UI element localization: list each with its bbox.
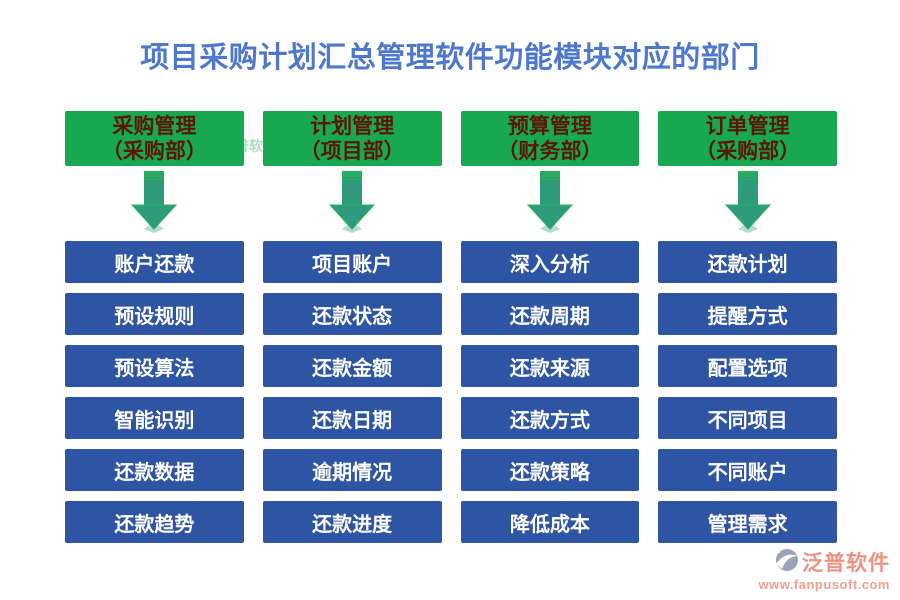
module-name: 采购管理: [112, 114, 197, 138]
department-name: （采购部）: [695, 139, 801, 163]
feature-label: 深入分析: [509, 253, 590, 276]
columns-grid: 采购管理 （采购部） 账户还款 预设规则 预设算法 智能识别 还款数据 还款趋势: [65, 111, 837, 543]
department-header: 订单管理 （采购部）: [658, 111, 837, 166]
feature-label: 还款计划: [707, 253, 788, 276]
feature-box: 智能识别: [65, 397, 244, 439]
module-name: 预算管理: [507, 114, 592, 138]
feature-label: 还款来源: [509, 357, 590, 380]
department-header: 计划管理 （项目部）: [262, 111, 442, 166]
feature-box: 管理需求: [658, 501, 837, 543]
feature-box: 配置选项: [658, 345, 837, 387]
feature-box: 还款进度: [262, 501, 442, 543]
feature-box: 降低成本: [460, 501, 640, 543]
feature-label: 配置选项: [707, 357, 788, 380]
module-column: 采购管理 （采购部） 账户还款 预设规则 预设算法 智能识别 还款数据 还款趋势: [65, 111, 244, 543]
feature-label: 还款数据: [114, 461, 195, 484]
feature-label: 不同账户: [707, 461, 788, 484]
feature-box: 项目账户: [262, 241, 442, 283]
footer-url: www.fanpusoft.com: [758, 577, 890, 592]
feature-box: 不同项目: [658, 397, 837, 439]
feature-label: 还款方式: [509, 409, 590, 432]
down-arrow-icon: [461, 166, 640, 241]
feature-box: 还款趋势: [65, 501, 244, 543]
feature-box: 逾期情况: [262, 449, 442, 491]
footer-brand: 泛普软件: [802, 552, 890, 575]
feature-label: 还款趋势: [114, 513, 195, 536]
module-column: 计划管理 （项目部） 项目账户 还款状态 还款金额 还款日期 逾期情况 还款进度: [262, 111, 442, 543]
feature-label: 管理需求: [707, 513, 788, 536]
feature-list: 还款计划 提醒方式 配置选项 不同项目 不同账户 管理需求: [658, 241, 837, 543]
feature-label: 降低成本: [509, 513, 590, 536]
down-arrow-icon: [658, 166, 837, 241]
fanpu-logo-icon: [775, 547, 799, 577]
feature-label: 还款状态: [312, 305, 393, 328]
feature-label: 智能识别: [114, 409, 195, 432]
feature-box: 还款周期: [460, 293, 640, 335]
department-name: （财务部）: [497, 139, 603, 163]
module-name: 订单管理: [705, 114, 790, 138]
feature-box: 不同账户: [658, 449, 837, 491]
footer-logo: 泛普软件 www.fanpusoft.com: [758, 547, 890, 592]
feature-label: 还款策略: [509, 461, 590, 484]
feature-box: 还款数据: [65, 449, 244, 491]
feature-label: 不同项目: [707, 409, 788, 432]
department-header: 预算管理 （财务部）: [460, 111, 640, 166]
feature-label: 还款进度: [312, 513, 393, 536]
feature-box: 提醒方式: [658, 293, 837, 335]
module-name: 计划管理: [310, 114, 395, 138]
feature-box: 还款日期: [262, 397, 442, 439]
feature-label: 逾期情况: [312, 461, 393, 484]
down-arrow-icon: [263, 166, 442, 241]
department-name: （项目部）: [299, 139, 405, 163]
feature-list: 项目账户 还款状态 还款金额 还款日期 逾期情况 还款进度: [262, 241, 442, 543]
feature-label: 提醒方式: [707, 305, 788, 328]
feature-box: 预设规则: [65, 293, 244, 335]
module-column: 预算管理 （财务部） 深入分析 还款周期 还款来源 还款方式 还款策略 降低成本: [460, 111, 640, 543]
module-column: 订单管理 （采购部） 还款计划 提醒方式 配置选项 不同项目 不同账户 管理需求: [658, 111, 837, 543]
feature-label: 还款金额: [312, 357, 393, 380]
feature-box: 预设算法: [65, 345, 244, 387]
feature-box: 深入分析: [460, 241, 640, 283]
feature-label: 还款周期: [509, 305, 590, 328]
feature-list: 账户还款 预设规则 预设算法 智能识别 还款数据 还款趋势: [65, 241, 244, 543]
feature-box: 还款策略: [460, 449, 640, 491]
feature-label: 预设规则: [114, 305, 195, 328]
feature-label: 还款日期: [312, 409, 393, 432]
feature-label: 项目账户: [312, 253, 393, 276]
down-arrow-icon: [65, 166, 244, 241]
feature-box: 还款方式: [460, 397, 640, 439]
feature-box: 还款来源: [460, 345, 640, 387]
page-title: 项目采购计划汇总管理软件功能模块对应的部门: [140, 42, 760, 74]
department-header: 采购管理 （采购部）: [65, 111, 244, 166]
feature-list: 深入分析 还款周期 还款来源 还款方式 还款策略 降低成本: [460, 241, 640, 543]
feature-box: 还款计划: [658, 241, 837, 283]
feature-box: 账户还款: [65, 241, 244, 283]
feature-box: 还款状态: [262, 293, 442, 335]
feature-label: 预设算法: [114, 357, 195, 380]
feature-label: 账户还款: [114, 253, 195, 276]
feature-box: 还款金额: [262, 345, 442, 387]
department-name: （采购部）: [101, 139, 207, 163]
